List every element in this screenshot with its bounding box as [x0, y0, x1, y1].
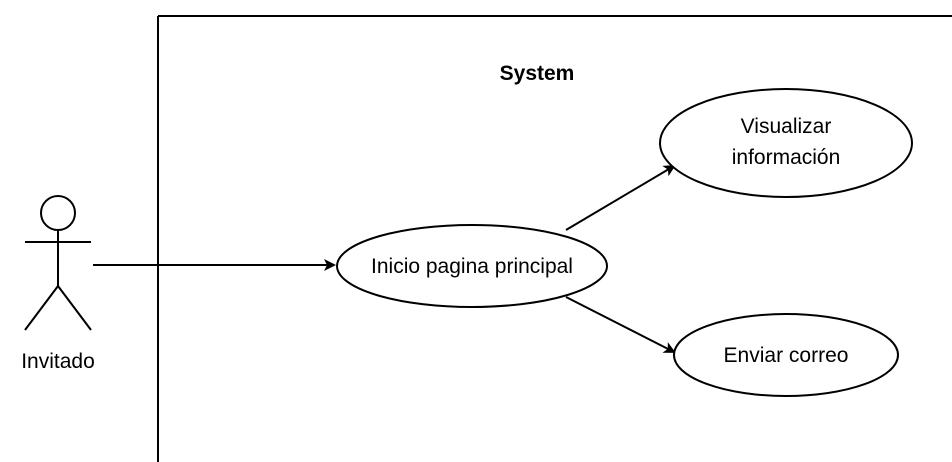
- actor-invitado[interactable]: Invitado: [21, 195, 95, 373]
- arrow-to-enviar: [565, 296, 676, 353]
- use-case-visualizar-label-line2: información: [732, 146, 841, 169]
- use-case-inicio-label: Inicio pagina principal: [371, 255, 573, 278]
- use-case-inicio[interactable]: Inicio pagina principal: [336, 224, 608, 308]
- actor-label: Invitado: [21, 350, 95, 373]
- actor-icon: [24, 195, 92, 331]
- use-case-visualizar-label-line1: Visualizar: [741, 115, 832, 138]
- system-title: System: [500, 62, 575, 85]
- use-case-enviar-label: Enviar correo: [724, 344, 849, 367]
- use-case-visualizar[interactable]: Visualizar información: [659, 88, 913, 198]
- use-case-enviar[interactable]: Enviar correo: [673, 313, 899, 397]
- arrow-to-visualizar: [565, 164, 676, 231]
- system-boundary: [157, 15, 952, 462]
